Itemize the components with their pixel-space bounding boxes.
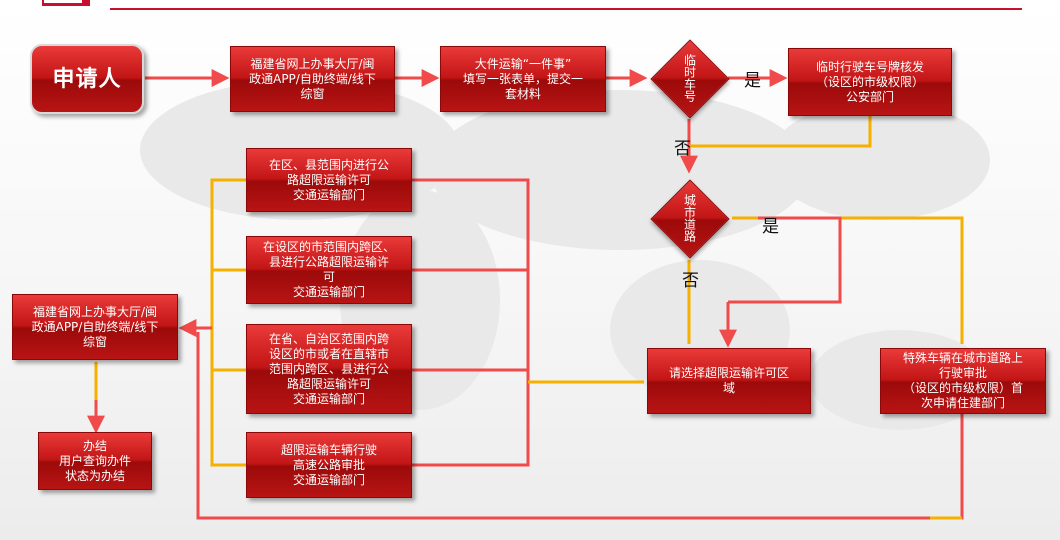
no-label-temp-plate: 否 <box>674 139 691 159</box>
service-hall-top-text: 福建省网上办事大厅/闽 政通APP/自助终端/线下 综窗 <box>249 56 376 101</box>
city-permit-node: 在设区的市范围内跨区、 县进行公路超限运输许 可 交通运输部门 <box>246 236 412 304</box>
no-label-city-road: 否 <box>682 271 699 291</box>
province-permit-node: 在省、自治区范围内跨 设区的市或者在直辖市 范围内跨区、县进行公 路超限运输许可… <box>246 324 412 414</box>
choose-area-text: 请选择超限运输许可区 域 <box>668 366 789 395</box>
temp-plate-text: 临时行驶车号牌核发 （设区的市级权限） 公安部门 <box>815 59 924 104</box>
applicant-label: 申请人 <box>52 66 122 92</box>
temp-plate-decision-text: 临时车号 <box>682 54 697 102</box>
county-permit-text: 在区、县范围内进行公 路超限运输许可 交通运输部门 <box>268 157 389 202</box>
expressway-approval-node: 超限运输车辆行驶 高速公路审批 交通运输部门 <box>246 432 412 498</box>
city-permit-text: 在设区的市范围内跨区、 县进行公路超限运输许 可 交通运输部门 <box>262 240 395 299</box>
city-road-decision-text: 城市道路 <box>682 194 697 242</box>
yes-label-temp-plate: 是 <box>744 71 761 91</box>
choose-area-node: 请选择超限运输许可区 域 <box>647 348 811 414</box>
applicant-node: 申请人 <box>30 44 144 114</box>
city-road-decision: 城市道路 <box>650 179 730 259</box>
header-tab-decoration <box>42 0 90 6</box>
service-hall-left-node: 福建省网上办事大厅/闽 政通APP/自助终端/线下 综窗 <box>12 294 178 360</box>
one-thing-form-node: 大件运输“一件事” 填写一张表单，提交一 套材料 <box>440 46 606 112</box>
service-hall-top-node: 福建省网上办事大厅/闽 政通APP/自助终端/线下 综窗 <box>230 46 395 112</box>
province-permit-text: 在省、自治区范围内跨 设区的市或者在直辖市 范围内跨区、县进行公 路超限运输许可… <box>268 331 389 406</box>
expressway-approval-text: 超限运输车辆行驶 高速公路审批 交通运输部门 <box>280 442 377 487</box>
header-line <box>110 8 1022 10</box>
done-node: 办结 用户查询办件 状态为办结 <box>38 432 152 490</box>
service-hall-left-text: 福建省网上办事大厅/闽 政通APP/自助终端/线下 综窗 <box>31 304 159 349</box>
special-vehicle-text: 特殊车辆在城市道路上 行驶审批 （设区的市级权限）首 次申请住建部门 <box>902 351 1023 410</box>
temp-plate-decision: 临时车号 <box>650 39 730 119</box>
done-text: 办结 用户查询办件 状态为办结 <box>58 438 131 483</box>
one-thing-form-text: 大件运输“一件事” 填写一张表单，提交一 套材料 <box>462 56 583 101</box>
temp-plate-node: 临时行驶车号牌核发 （设区的市级权限） 公安部门 <box>788 48 952 116</box>
county-permit-node: 在区、县范围内进行公 路超限运输许可 交通运输部门 <box>246 148 412 212</box>
yes-label-city-road: 是 <box>762 217 779 237</box>
special-vehicle-node: 特殊车辆在城市道路上 行驶审批 （设区的市级权限）首 次申请住建部门 <box>880 348 1046 414</box>
